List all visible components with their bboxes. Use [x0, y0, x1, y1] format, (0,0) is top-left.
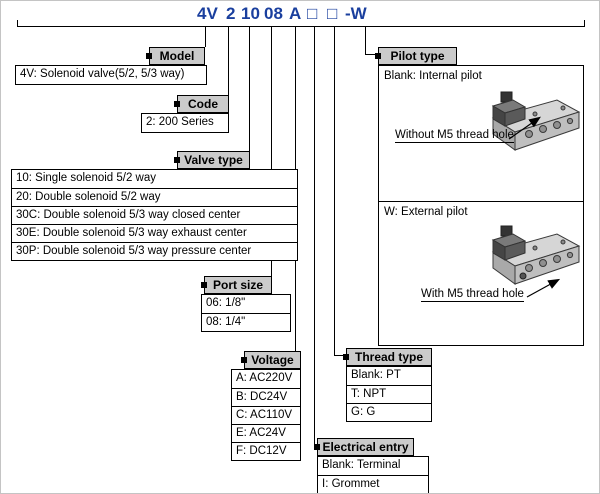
label-model: Model — [146, 47, 205, 65]
option-row: G: G — [347, 403, 431, 421]
option-row: B: DC24V — [232, 388, 300, 406]
code-segment-model: 4V — [197, 4, 218, 23]
pilot-option-title: W: External pilot — [384, 206, 468, 218]
code-segment-valve-type: 10 — [241, 4, 260, 23]
code-segment-pilot-type: -W — [345, 4, 367, 23]
label-port-size: Port size — [201, 276, 272, 294]
caption-text: Without M5 thread hole — [395, 129, 514, 141]
label-text: Model — [159, 49, 195, 63]
label-text: Thread type — [354, 350, 423, 364]
code-options-box: 2: 200 Series — [141, 113, 229, 133]
leader-line-thread-type — [334, 27, 335, 356]
label-text: Pilot type — [390, 49, 445, 63]
valve-image-external-pilot — [491, 225, 581, 285]
option-row: C: AC110V — [232, 406, 300, 424]
leader-line-code — [228, 27, 229, 95]
option-row: 2: 200 Series — [146, 116, 214, 128]
code-segment-thread-type-placeholder: □ — [327, 4, 338, 23]
option-row: 30E: Double solenoid 5/3 way exhaust cen… — [12, 224, 297, 242]
electrical-entry-options-box: Blank: Terminal I: Grommet — [317, 456, 429, 493]
valve-type-options-box: 10: Single solenoid 5/2 way 20: Double s… — [11, 169, 298, 261]
pilot-type-section-external: W: External pilot With M5 thread hole — [378, 201, 584, 346]
option-row: 30C: Double solenoid 5/3 way closed cent… — [12, 206, 297, 224]
label-electrical-entry: Electrical entry — [314, 438, 414, 456]
label-pilot-type: Pilot type — [375, 47, 457, 65]
label-valve-type: Valve type — [174, 151, 250, 169]
option-row: 4V: Solenoid valve(5/2, 5/3 way) — [20, 68, 185, 80]
arrow-icon — [526, 278, 561, 298]
thread-type-options-box: Blank: PT T: NPT G: G — [346, 366, 432, 422]
option-row: A: AC220V — [236, 372, 293, 384]
leader-line-port-size — [271, 27, 272, 276]
voltage-options-box: A: AC220V B: DC24V C: AC110V E: AC24V F:… — [231, 369, 301, 461]
leader-line-pilot-type — [365, 27, 366, 55]
valve-image-internal-pilot — [491, 91, 581, 151]
leader-line-model — [205, 27, 206, 47]
leader-line-thread-type-jog — [334, 355, 346, 356]
title-underline-left-tick — [17, 20, 18, 27]
code-segment-electrical-entry-placeholder: □ — [307, 4, 318, 23]
title-underline — [17, 26, 585, 27]
label-text: Port size — [212, 278, 263, 292]
code-segment-port-size: 08 — [264, 4, 283, 23]
option-row: E: AC24V — [232, 424, 300, 442]
label-thread-type: Thread type — [343, 348, 432, 366]
option-row: Blank: Terminal — [322, 459, 401, 471]
option-row: Blank: PT — [351, 369, 401, 381]
label-code: Code — [174, 95, 229, 113]
option-row: 06: 1/8" — [206, 297, 246, 309]
option-row: 08: 1/4" — [202, 313, 290, 331]
label-text: Electrical entry — [322, 440, 409, 454]
model-options-box: 4V: Solenoid valve(5/2, 5/3 way) — [15, 65, 207, 85]
code-segment-voltage: A — [289, 4, 302, 23]
pilot-caption-without-m5: Without M5 thread hole — [395, 129, 514, 143]
option-row: 30P: Double solenoid 5/3 way pressure ce… — [12, 242, 297, 260]
option-row: T: NPT — [347, 385, 431, 403]
label-text: Valve type — [184, 153, 243, 167]
option-row: F: DC12V — [232, 442, 300, 460]
option-row: 10: Single solenoid 5/2 way — [16, 172, 157, 184]
label-voltage: Voltage — [241, 351, 301, 369]
leader-line-pilot-type-jog — [365, 54, 378, 55]
leader-line-valve-type — [249, 27, 250, 151]
m5-thread-hole — [519, 272, 527, 280]
option-row: 20: Double solenoid 5/2 way — [12, 188, 297, 206]
pilot-type-section-internal: Blank: Internal pilot Without M5 thread … — [378, 65, 584, 202]
port-size-options-box: 06: 1/8" 08: 1/4" — [201, 294, 291, 332]
arrow-icon — [508, 116, 541, 140]
pilot-caption-with-m5: With M5 thread hole — [421, 288, 524, 302]
title-underline-right-tick — [584, 20, 585, 27]
caption-text: With M5 thread hole — [421, 288, 524, 300]
code-segment-series: 2 — [226, 4, 236, 23]
option-row: I: Grommet — [318, 475, 428, 493]
leader-line-electrical-entry — [314, 27, 315, 446]
pilot-option-title: Blank: Internal pilot — [384, 70, 482, 82]
label-text: Voltage — [251, 353, 294, 367]
label-text: Code — [188, 97, 218, 111]
